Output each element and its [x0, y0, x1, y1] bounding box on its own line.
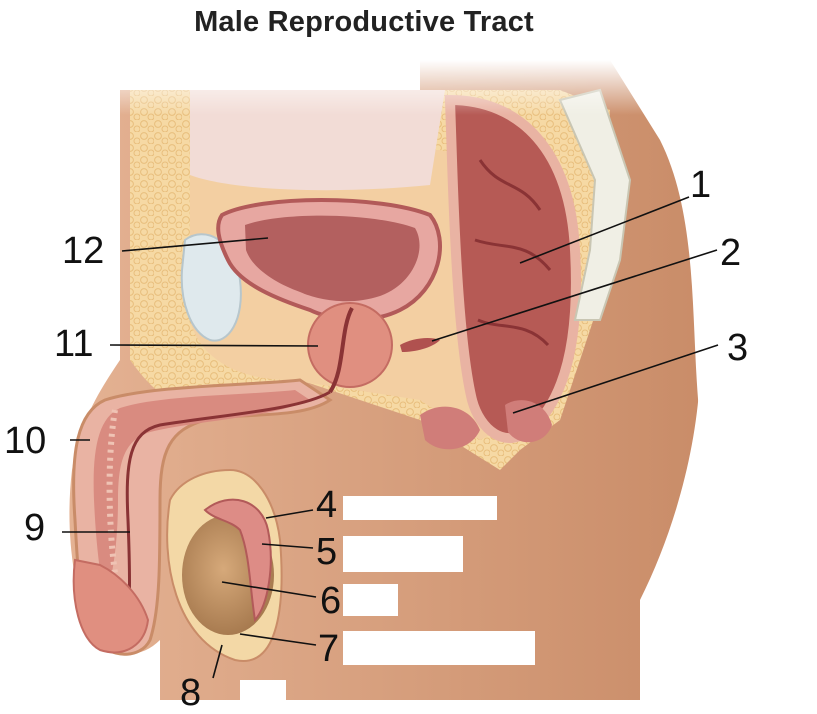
- label-3: 3: [727, 329, 748, 367]
- answer-box-7[interactable]: [343, 631, 535, 665]
- label-4: 4: [316, 486, 337, 524]
- label-7: 7: [318, 630, 339, 668]
- label-2: 2: [720, 234, 741, 272]
- label-11: 11: [54, 325, 93, 363]
- answer-box-5[interactable]: [343, 536, 463, 572]
- pointer-line-11: [110, 345, 318, 346]
- answer-box-6[interactable]: [343, 584, 398, 616]
- label-12: 12: [62, 232, 104, 270]
- label-1: 1: [690, 166, 711, 204]
- answer-box-8[interactable]: [240, 680, 286, 710]
- top-fade: [100, 60, 660, 115]
- label-8: 8: [180, 674, 201, 712]
- answer-box-4[interactable]: [343, 496, 497, 520]
- label-5: 5: [316, 533, 337, 571]
- label-9: 9: [24, 509, 45, 547]
- label-6: 6: [320, 582, 341, 620]
- label-10: 10: [4, 422, 46, 460]
